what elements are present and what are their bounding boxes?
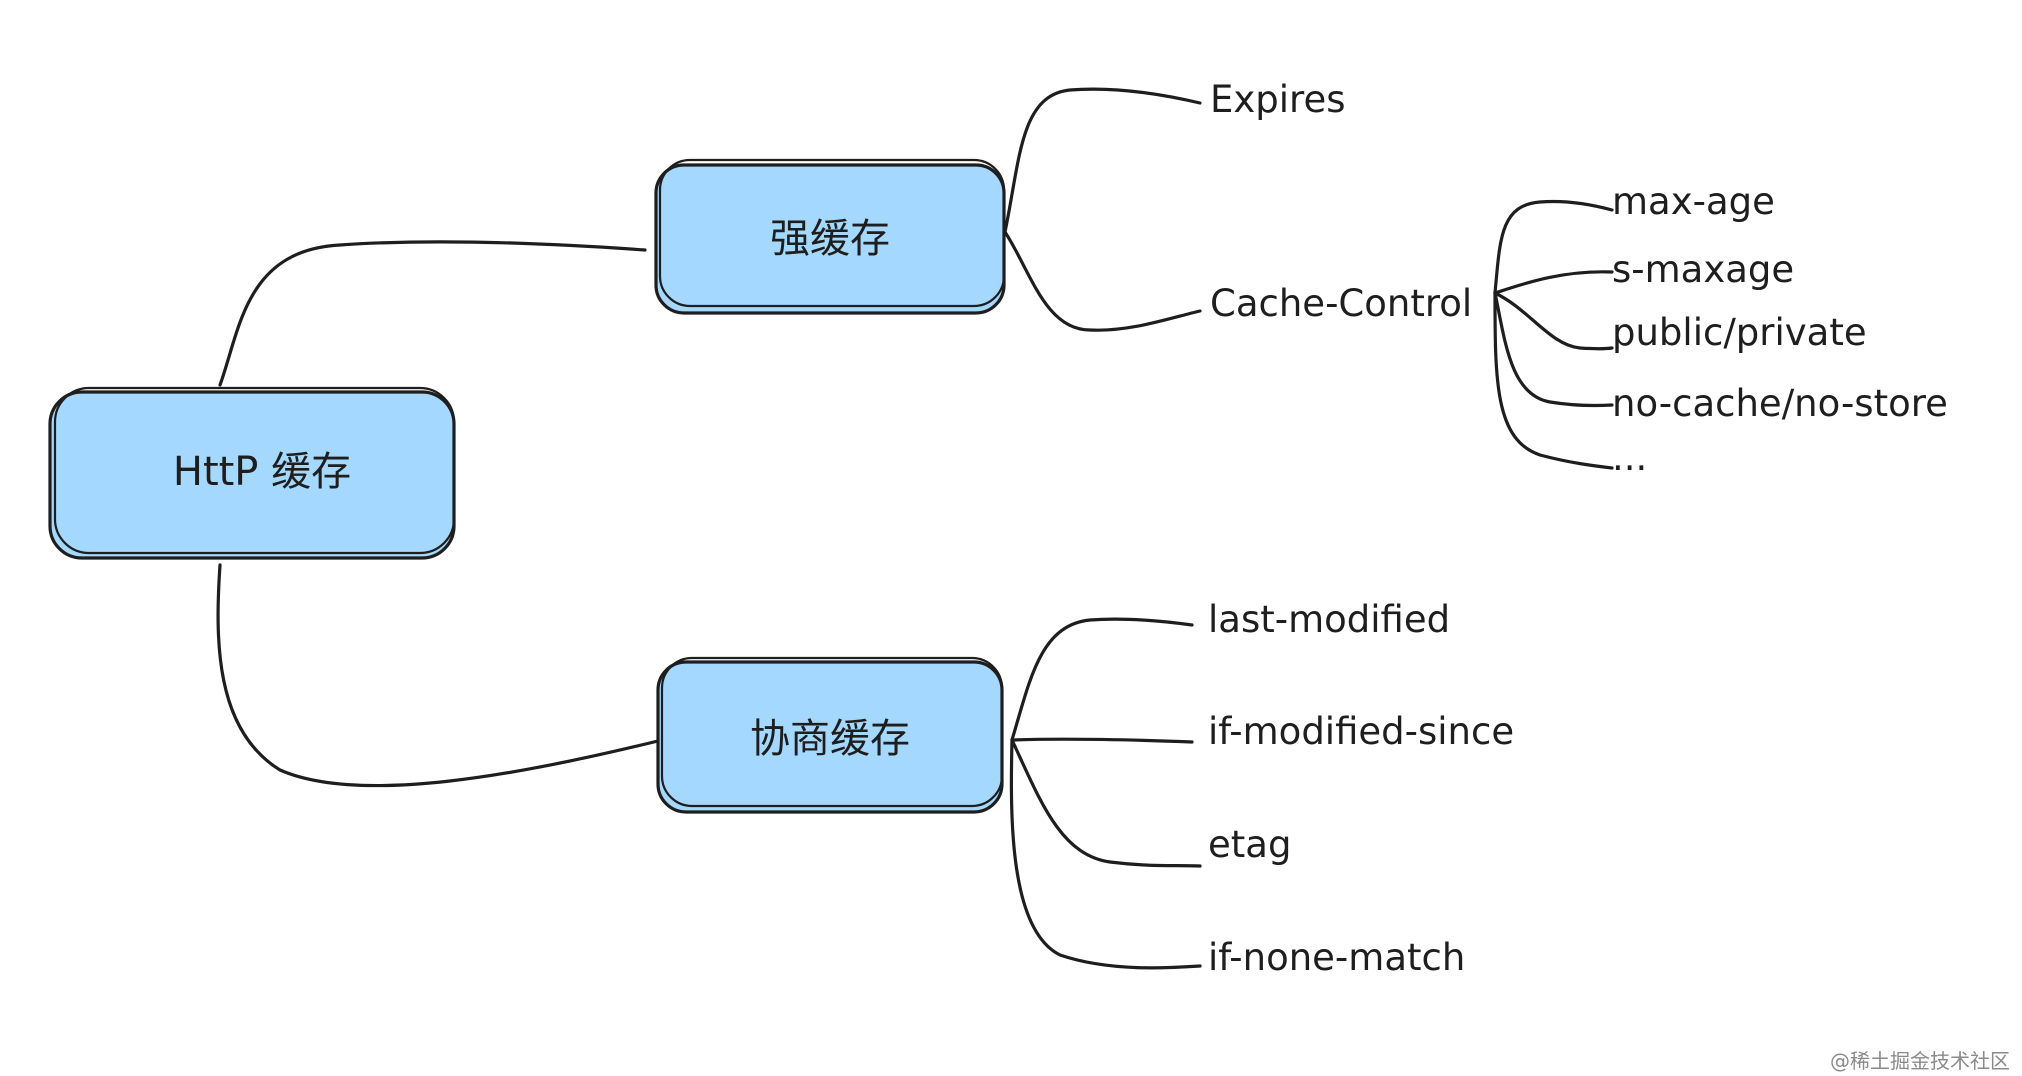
edge-negotiated-to-if-none-match: [1009, 738, 1202, 970]
leaf-cache-control: Cache-Control: [1210, 282, 1472, 325]
edge-root-to-negotiated-cache: [216, 563, 664, 788]
leaf-no-cache-no-store: no-cache/no-store: [1612, 382, 1948, 425]
watermark-text: @稀土掘金技术社区: [1830, 1049, 2010, 1073]
root-node: HttP 缓存: [48, 386, 456, 560]
edge-negotiated-to-last-modified: [1010, 617, 1194, 742]
edge-root-to-strong-cache: [218, 240, 647, 387]
leaf-if-modified-since: if-modified-since: [1208, 710, 1514, 753]
edge-negotiated-to-etag: [1010, 738, 1202, 868]
strong-cache-node-box-outline: [658, 158, 1006, 308]
leaf-etag: etag: [1208, 823, 1291, 866]
edge-strong-to-expires: [1003, 87, 1202, 234]
leaf-s-maxage: s-maxage: [1612, 248, 1794, 291]
leaf-last-modified: last-modified: [1208, 598, 1450, 641]
leaf-if-none-match: if-none-match: [1208, 936, 1465, 979]
strong-cache-node-label: 强缓存: [770, 216, 890, 262]
negotiated-cache-node-box-outline: [660, 656, 1004, 808]
leaf-public-private: public/private: [1612, 311, 1867, 354]
edge-cache-control-to-public-private: [1493, 291, 1614, 351]
strong-cache-node: 强缓存: [654, 158, 1006, 315]
edge-cache-control-to-s-maxage: [1493, 270, 1614, 295]
root-node-label: HttP 缓存: [173, 449, 351, 495]
leaf-max-age: max-age: [1612, 180, 1775, 223]
edge-cache-control-to-ellipsis: [1493, 291, 1614, 470]
leaf-expires: Expires: [1210, 78, 1345, 121]
negotiated-cache-node: 协商缓存: [656, 656, 1004, 814]
edge-cache-control-to-no-cache: [1493, 291, 1614, 408]
edge-strong-to-cache-control: [1003, 230, 1202, 332]
edge-negotiated-to-if-modified-since: [1010, 737, 1194, 744]
connectors: [216, 87, 1614, 970]
negotiated-cache-node-label: 协商缓存: [750, 716, 910, 762]
edge-cache-control-to-max-age: [1493, 199, 1614, 295]
root-node-box-outline: [53, 386, 456, 555]
leaf-ellipsis: ...: [1612, 436, 1647, 479]
